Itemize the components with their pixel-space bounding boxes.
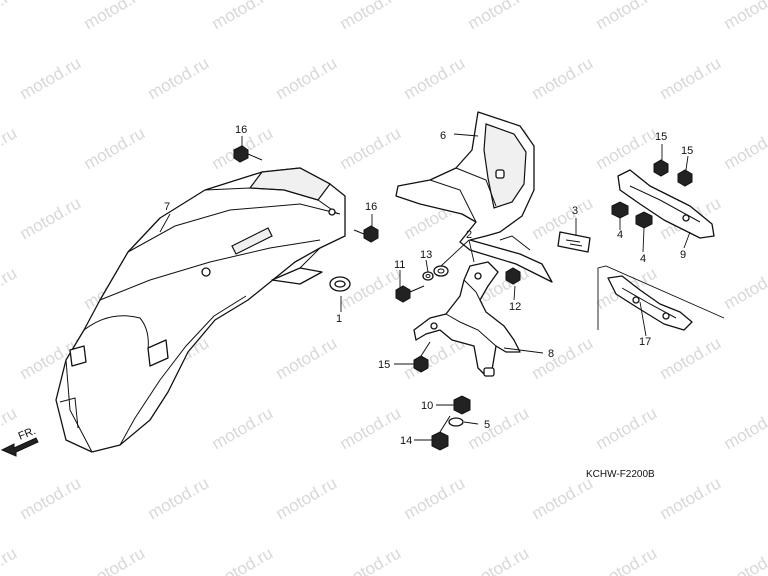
diagram-code: KCHW-F2200B	[586, 469, 655, 480]
watermark-text: motod.ru	[721, 123, 768, 173]
watermark-text: motod.ru	[145, 53, 213, 103]
watermark-text: motod.ru	[593, 403, 661, 453]
watermark-text: motod.ru	[529, 473, 597, 523]
watermark-text: motod.ru	[593, 0, 661, 33]
watermark-text: motod.ru	[81, 543, 149, 576]
part-labels: 1 2 3 4 4 5 6 7 8 9 10 11 12 13 14 15 15…	[164, 124, 693, 447]
stay	[413, 261, 521, 377]
watermark-text: motod.ru	[273, 473, 341, 523]
part-label-17: 17	[639, 336, 651, 348]
watermark-text: motod.ru	[593, 543, 661, 576]
watermark-text: motod.ru	[721, 263, 768, 313]
watermark-text: motod.ru	[0, 0, 20, 33]
grommet	[329, 276, 351, 292]
watermark-text: motod.ru	[529, 53, 597, 103]
watermark-text: motod.ru	[209, 0, 277, 33]
watermark-text: motod.ru	[17, 193, 85, 243]
watermark-text: motod.ru	[81, 123, 149, 173]
watermark-text: motod.ru	[17, 53, 85, 103]
watermark-text: motod.ru	[529, 333, 597, 383]
part-label-4b: 4	[640, 253, 646, 265]
nut-10	[453, 395, 471, 415]
watermark-text: motod.ru	[401, 53, 469, 103]
washer-13	[422, 271, 434, 281]
bolt-16-mid	[353, 225, 379, 243]
reflector	[557, 231, 591, 253]
watermark-text: motod.ru	[273, 333, 341, 383]
part-label-6: 6	[440, 130, 446, 142]
watermark-text: motod.ru	[209, 403, 277, 453]
nut-12	[505, 267, 521, 285]
watermark-text: motod.ru	[721, 0, 768, 33]
part-label-10: 10	[421, 400, 433, 412]
nut-4-a	[611, 201, 629, 219]
part-label-7: 7	[164, 201, 170, 213]
watermark-text: motod.ru	[145, 473, 213, 523]
watermark-text: motod.ru	[465, 543, 533, 576]
watermark-text: motod.ru	[337, 543, 405, 576]
watermark-text: motod.ru	[657, 53, 725, 103]
watermark-text: motod.ru	[465, 403, 533, 453]
leader-lines	[159, 133, 691, 441]
part-label-14: 14	[400, 435, 412, 447]
watermark-text: motod.ru	[273, 53, 341, 103]
part-label-16b: 16	[365, 201, 377, 213]
license-plate-bracket	[395, 111, 553, 283]
watermark-text: motod.ru	[209, 543, 277, 576]
part-label-11: 11	[394, 259, 405, 271]
part-label-15c: 15	[681, 145, 693, 157]
watermark-text: motod.ru	[0, 263, 20, 313]
collar-2	[433, 265, 449, 277]
watermark-text: motod.ru	[17, 473, 85, 523]
watermark-text: motod.ru	[337, 403, 405, 453]
inset-box	[597, 265, 725, 331]
bolt-15-right-b	[677, 169, 693, 187]
watermark-text: motod.ru	[337, 123, 405, 173]
watermark-text: motod.ru	[465, 0, 533, 33]
part-label-15b: 15	[655, 131, 667, 143]
watermark-text: motod.ru	[657, 473, 725, 523]
nut-4-b	[635, 211, 653, 229]
part-label-2: 2	[466, 229, 472, 241]
bolt-11	[395, 285, 425, 303]
watermark-text: motod.ru	[721, 403, 768, 453]
watermark-text: motod.ru	[0, 543, 20, 576]
watermark-text: motod.ru	[593, 123, 661, 173]
bolt-15-right-a	[653, 159, 669, 177]
part-label-12: 12	[509, 301, 521, 313]
watermark-text: motod.ru	[721, 543, 768, 576]
part-label-16a: 16	[235, 124, 247, 136]
part-label-3: 3	[572, 205, 578, 217]
bolt-15-left	[413, 341, 431, 373]
part-label-4a: 4	[617, 229, 623, 241]
part-label-8: 8	[548, 348, 554, 360]
watermark-text: motod.ru	[401, 473, 469, 523]
part-label-1: 1	[336, 313, 342, 325]
plate-bracket	[617, 169, 715, 239]
part-label-5: 5	[484, 419, 490, 431]
watermark-text: motod.ru	[81, 0, 149, 33]
part-label-15a: 15	[378, 359, 390, 371]
washer-5	[448, 417, 464, 427]
front-direction-arrow: FR.	[0, 425, 39, 457]
watermark-text: motod.ru	[0, 123, 20, 173]
watermark-text: motod.ru	[337, 0, 405, 33]
part-label-13: 13	[420, 249, 432, 261]
rear-fender	[55, 167, 346, 453]
watermark-text: motod.ru	[657, 333, 725, 383]
part-label-9: 9	[680, 249, 686, 261]
bolt-14	[431, 415, 451, 451]
